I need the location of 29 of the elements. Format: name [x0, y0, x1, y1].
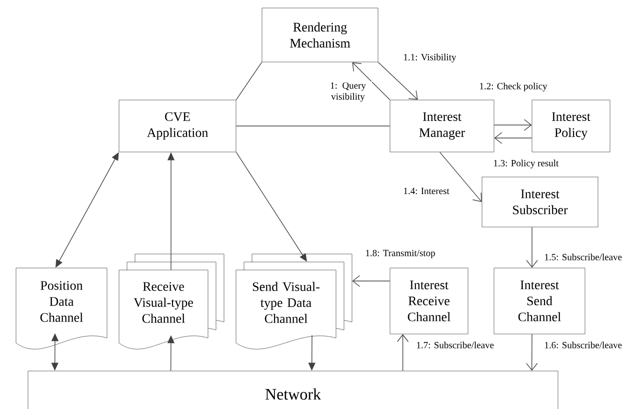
process-box: Interest Subscriber — [482, 176, 598, 228]
arrow — [378, 62, 418, 100]
network-band: Network — [28, 370, 558, 409]
arrow — [526, 226, 538, 268]
edge-label: 1.6: Subscribe/leave — [543, 340, 624, 350]
process-box: Interest Manager — [390, 100, 494, 152]
edge-label: 1.7: Subscribe/leave — [415, 340, 496, 350]
edge-label: 1.4: Interest — [402, 186, 450, 196]
arrow — [352, 275, 390, 287]
process-box: Interest Policy — [532, 100, 610, 152]
connector-line — [236, 62, 262, 100]
arrow — [396, 334, 409, 372]
arrow — [494, 119, 532, 131]
edge-label: 1.3: Policy result — [492, 158, 560, 170]
arrow — [526, 334, 538, 371]
arrow — [439, 152, 482, 202]
edge-label: 1: Query visibility — [324, 81, 372, 103]
arrow — [352, 62, 390, 100]
document-stack: Receive Visual-type Channel — [118, 254, 224, 350]
process-box: Rendering Mechanism — [262, 8, 378, 62]
process-box: CVE Application — [118, 100, 236, 152]
process-box: Interest Send Channel — [494, 268, 586, 334]
arrow — [494, 132, 532, 144]
edge-label: 1.8: Transmit/stop — [364, 248, 436, 260]
edge-label: 1.5: Subscribe/leave — [543, 252, 624, 262]
edge-label: 1.2: Check policy — [478, 82, 548, 92]
document-stack: Send Visual-type Data Channel — [236, 254, 352, 350]
edge-label: 1.1: Visibility — [402, 52, 458, 64]
process-box: Interest Receive Channel — [390, 268, 468, 334]
